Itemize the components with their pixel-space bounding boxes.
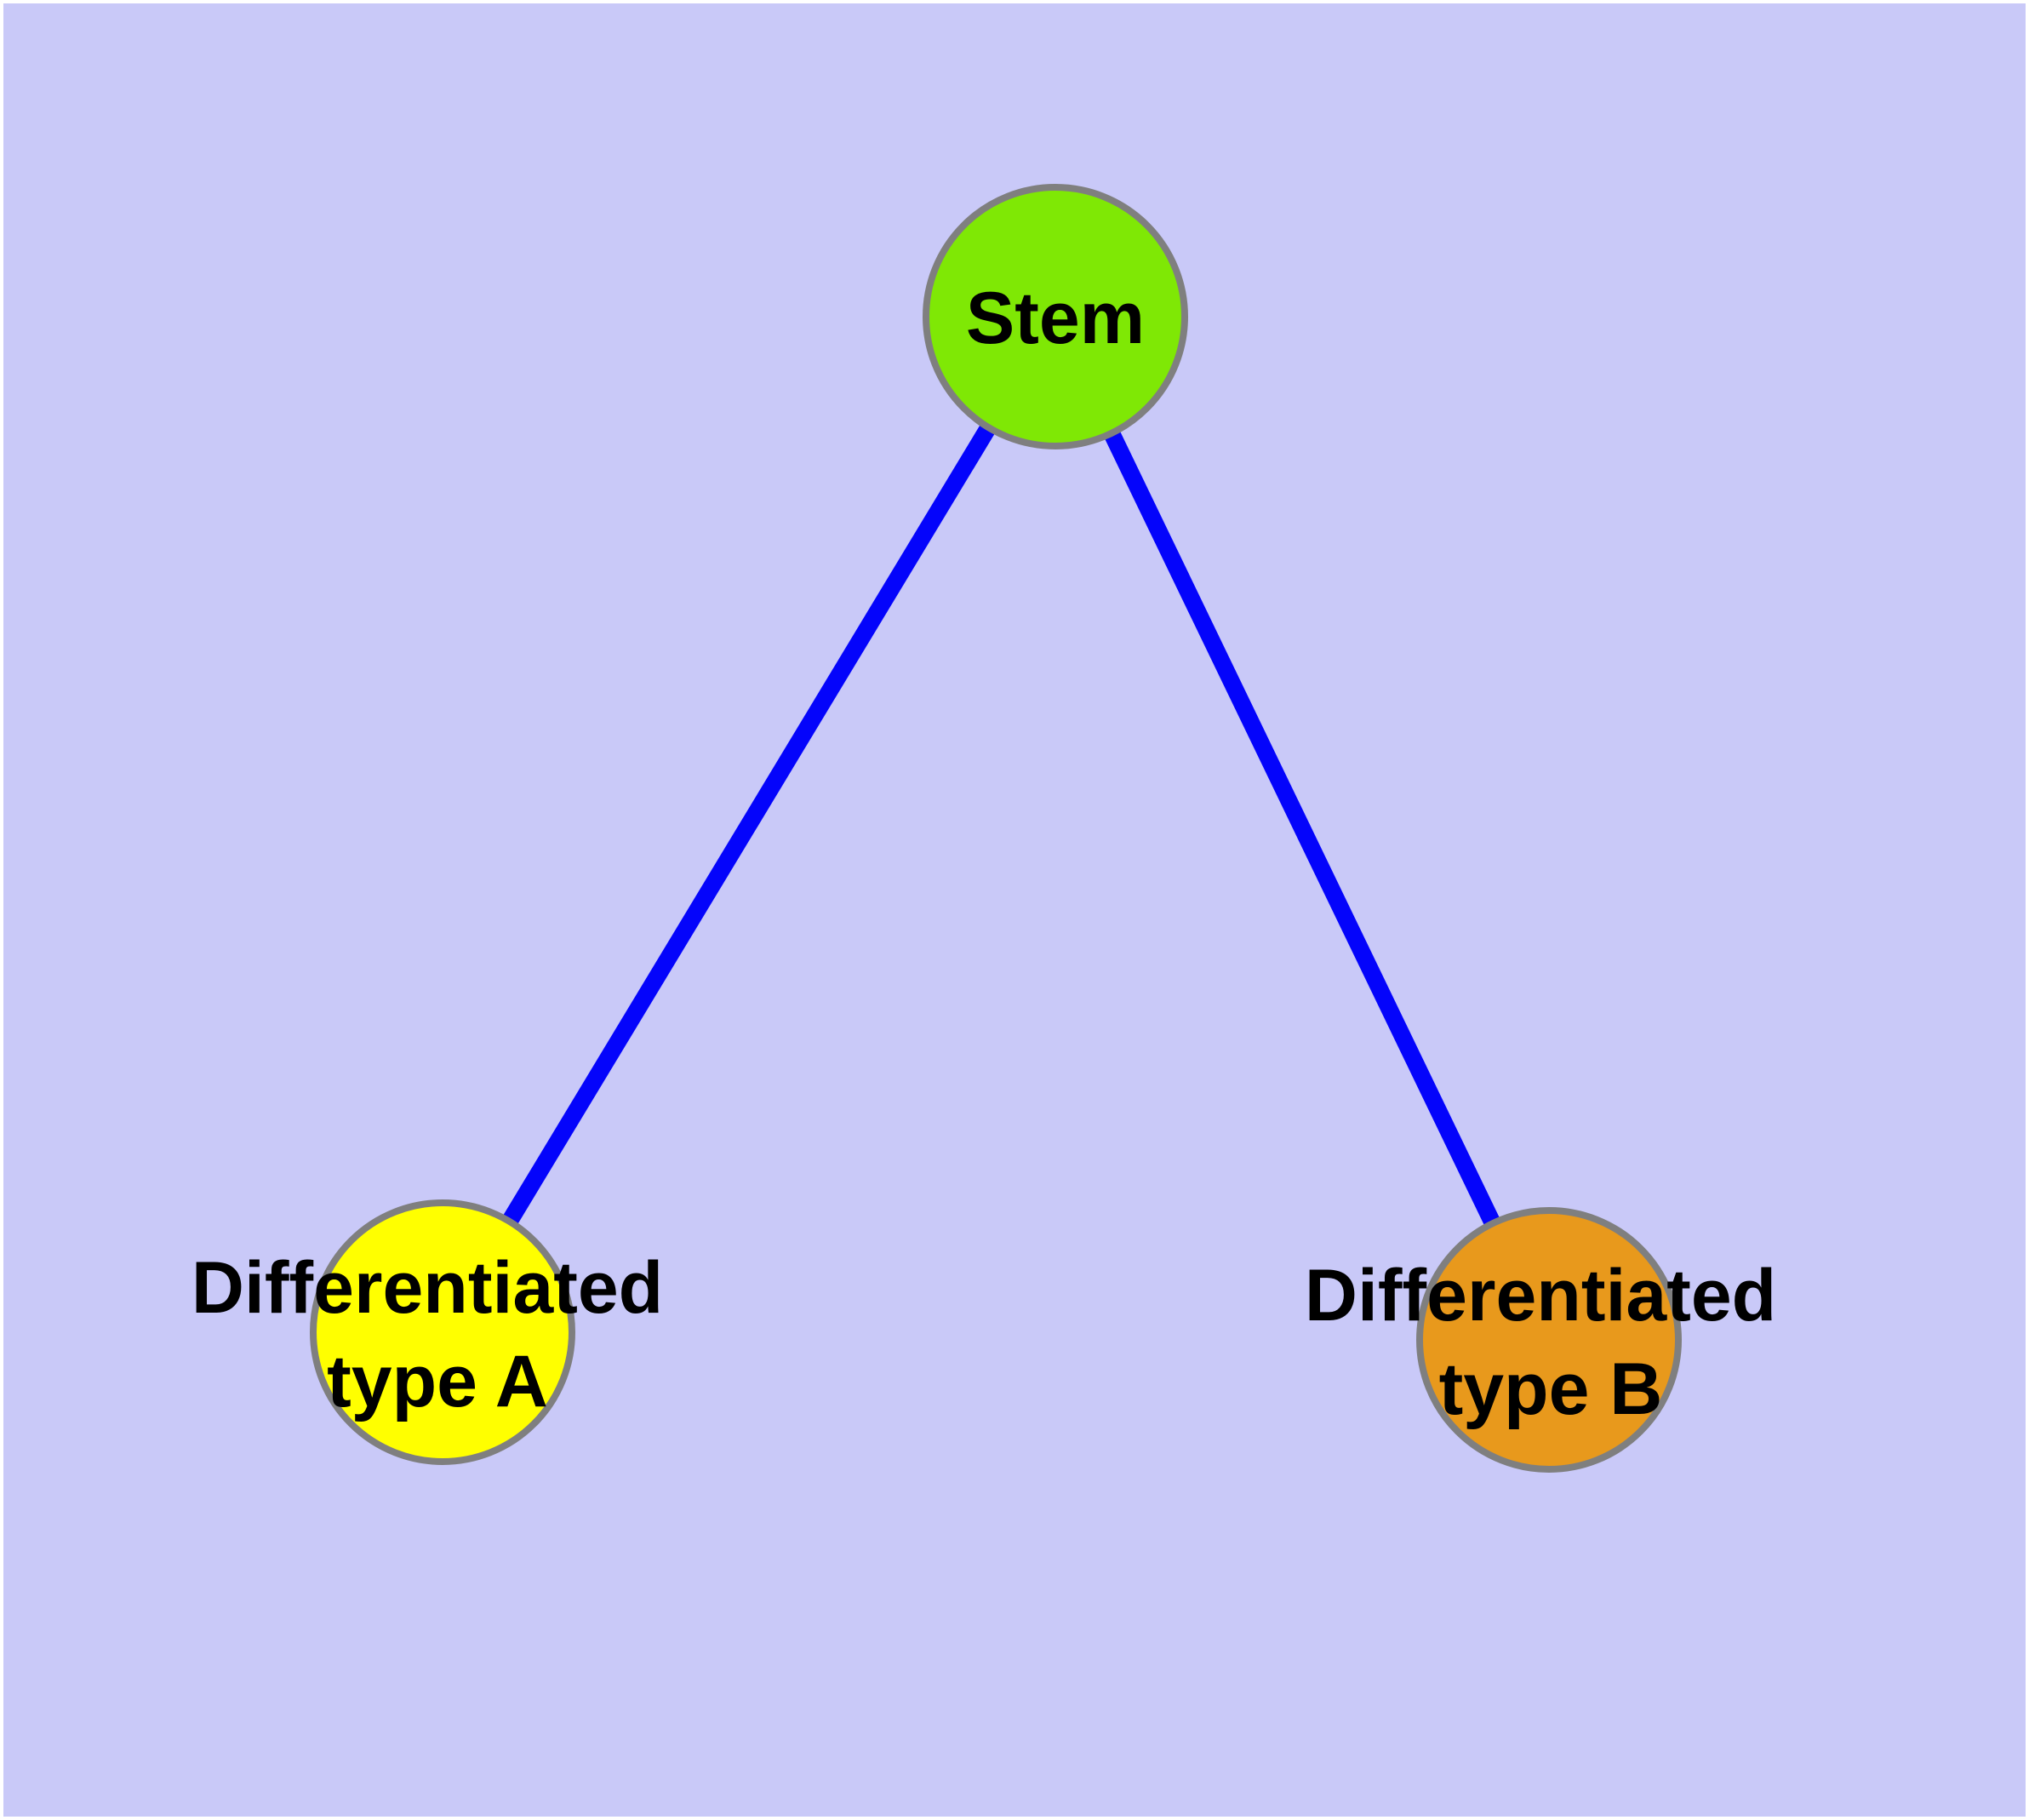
node-differentiated-type-a-label: Differentiated type A [191, 1247, 683, 1422]
node-differentiated-type-b [1416, 1207, 1682, 1473]
node-differentiated-type-a-label-line2: type A [327, 1341, 548, 1422]
edge-stem-to-type-b [1047, 312, 1557, 1344]
node-differentiated-type-b-label-line1: Differentiated [1305, 1255, 1776, 1336]
edge-stem-to-type-a [435, 312, 1063, 1337]
node-differentiated-type-b-label: Differentiated type B [1305, 1255, 1797, 1430]
node-differentiated-type-a [310, 1199, 575, 1465]
node-stem-label: Stem [966, 278, 1145, 359]
node-differentiated-type-a-label-line1: Differentiated [191, 1247, 663, 1329]
node-stem [923, 184, 1188, 449]
node-differentiated-type-b-label-line2: type B [1439, 1348, 1663, 1430]
